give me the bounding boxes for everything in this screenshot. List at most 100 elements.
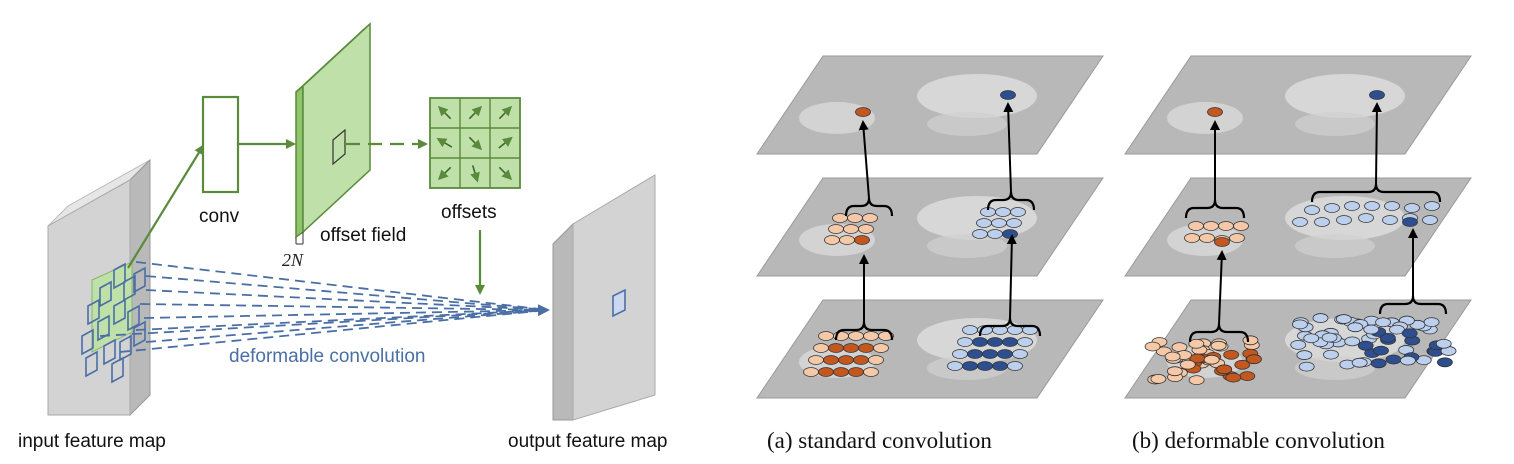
top-layer	[1124, 55, 1472, 155]
caption-standard-convolution: (a) standard convolution	[767, 428, 992, 453]
sampling-dot	[1323, 349, 1339, 360]
sampling-line	[135, 309, 549, 331]
input-to-conv-arrow	[127, 144, 205, 269]
sampling-line	[143, 304, 550, 319]
sampling-dot	[1382, 215, 1398, 225]
sampling-dot	[1229, 233, 1245, 243]
sampling-dot	[803, 367, 819, 377]
sampling-dot	[972, 229, 988, 239]
caption-deformable-convolution: (b) deformable convolution	[1132, 428, 1385, 453]
sampling-dot	[1385, 354, 1402, 365]
sampling-dot	[868, 355, 884, 365]
sampling-dot	[1370, 358, 1387, 369]
sampling-dot	[1203, 354, 1220, 365]
sampling-dot	[1188, 221, 1204, 231]
sampling-dot	[1225, 372, 1242, 383]
sampling-dot	[962, 361, 978, 371]
sampling-dot	[1150, 374, 1167, 384]
sampling-dot	[987, 337, 1003, 347]
sampling-dot	[1384, 201, 1400, 211]
up-arrow	[1003, 102, 1014, 193]
up-arrow	[1006, 234, 1017, 319]
sampling-dot	[853, 355, 869, 365]
sampling-dot	[848, 331, 864, 341]
sampling-dot	[1002, 337, 1018, 347]
sampling-dot	[1335, 314, 1352, 324]
conv-box	[201, 95, 240, 194]
sampling-dot	[1423, 317, 1440, 328]
sampling-dot	[1424, 201, 1440, 211]
deformable-convolution-panel	[1124, 55, 1472, 399]
offset-arrow	[437, 105, 452, 120]
sampling-dot	[1314, 217, 1330, 227]
sampling-dot	[995, 207, 1011, 217]
sampling-dot	[1364, 201, 1380, 211]
sheep-shape	[927, 112, 1007, 136]
sampling-box	[81, 328, 94, 356]
conv-label: conv	[199, 206, 240, 227]
sampling-dot	[1188, 375, 1205, 386]
sampling-box	[85, 350, 98, 378]
sampling-dot	[863, 367, 879, 377]
sampling-box	[119, 334, 132, 362]
sampling-dot	[1184, 233, 1200, 243]
sampling-dot	[1304, 205, 1320, 215]
sampling-dot	[997, 349, 1013, 359]
sampling-dot	[1347, 322, 1364, 333]
sampling-line	[145, 275, 549, 311]
sampling-box	[113, 298, 126, 326]
sampling-dot	[1199, 233, 1215, 243]
sampling-dot	[839, 235, 855, 245]
sampling-dot	[991, 218, 1007, 228]
sheep-shape	[927, 234, 1007, 258]
output-feature-map-slab	[552, 174, 656, 421]
sampling-dot	[824, 235, 840, 245]
sampling-dot	[982, 349, 998, 359]
sampling-dot	[1298, 361, 1315, 372]
deformable-convolution-label: deformable convolution	[229, 346, 425, 367]
offsets-grid	[429, 97, 521, 189]
convolution-sampling-lines	[99, 261, 550, 353]
sampling-dot	[823, 355, 839, 365]
sampling-dot	[843, 343, 859, 353]
offset-arrow	[468, 105, 483, 120]
deformable-sampling-boxes	[81, 262, 146, 384]
sampling-line	[145, 289, 549, 311]
sampling-dot	[1422, 215, 1438, 225]
sampling-dot	[1017, 337, 1033, 347]
sampling-dot	[1303, 333, 1320, 344]
sampling-dot	[1242, 335, 1259, 346]
depth-2n-marker	[295, 232, 304, 245]
sampling-dot	[1210, 340, 1227, 351]
sampling-dot	[828, 224, 844, 234]
sampling-dot	[1369, 90, 1385, 100]
sampling-dot	[1379, 332, 1396, 343]
sampling-dot	[1351, 357, 1368, 368]
sampling-dot	[858, 343, 874, 353]
sampling-dot	[843, 224, 859, 234]
sampling-dot	[838, 355, 854, 365]
sampling-dot	[855, 107, 871, 117]
sampling-line	[119, 309, 549, 353]
sampling-dot	[977, 361, 993, 371]
sampling-dot	[1290, 339, 1307, 350]
sampling-dot	[1435, 338, 1452, 349]
sampling-dot	[1002, 229, 1018, 239]
sampling-dot	[818, 367, 834, 377]
sampling-box	[127, 304, 140, 332]
sampling-dot	[1344, 201, 1360, 211]
sampling-line	[145, 309, 549, 343]
offset-arrow	[437, 166, 452, 181]
sampling-dot	[1357, 340, 1374, 351]
sampling-dot	[1179, 359, 1196, 370]
sampling-dot	[1400, 355, 1416, 366]
bottom-layer	[756, 299, 1104, 399]
sampling-dot	[1164, 351, 1181, 362]
sampling-box	[111, 356, 124, 384]
sheep-shape	[1167, 102, 1243, 134]
offset-arrow	[470, 165, 480, 183]
sampling-dot	[818, 331, 834, 341]
sampling-dot	[1404, 203, 1420, 213]
two-n-label: 2N	[282, 250, 304, 270]
sampling-dot	[992, 361, 1008, 371]
